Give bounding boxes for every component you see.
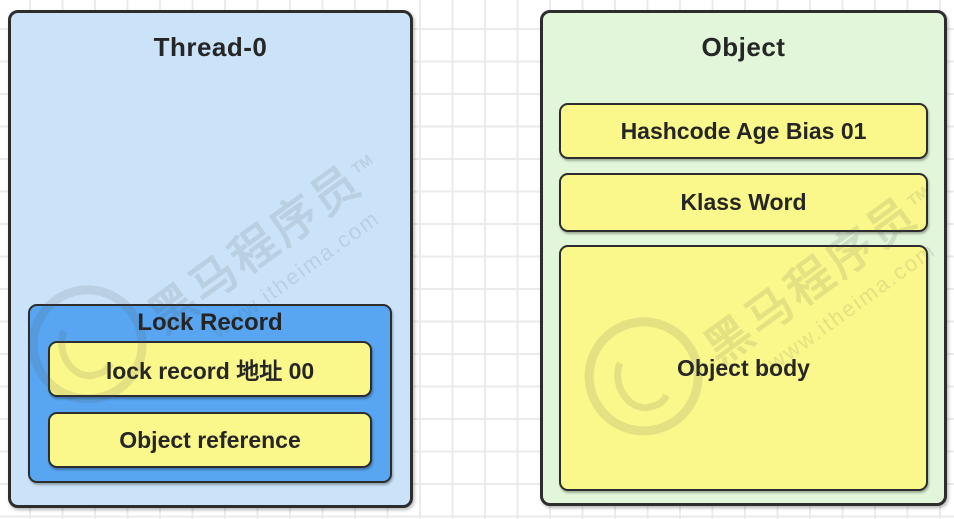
- lock-record-address-cell: lock record 地址 00: [48, 341, 372, 397]
- thread-box: Thread-0 Lock Record lock record 地址 00 O…: [8, 10, 413, 508]
- object-box: Object Hashcode Age Bias 01 Klass Word O…: [540, 10, 947, 506]
- lock-record-box: Lock Record lock record 地址 00 Object ref…: [28, 304, 392, 483]
- thread-box-title: Thread-0: [153, 32, 268, 62]
- klass-word-cell: Klass Word: [559, 173, 928, 232]
- markword-hashcode-age-bias-cell: Hashcode Age Bias 01: [559, 103, 928, 159]
- object-box-title: Object: [701, 32, 786, 62]
- object-reference-cell: Object reference: [48, 412, 372, 468]
- lock-record-title: Lock Record: [137, 309, 283, 336]
- object-body-cell: Object body: [559, 245, 928, 491]
